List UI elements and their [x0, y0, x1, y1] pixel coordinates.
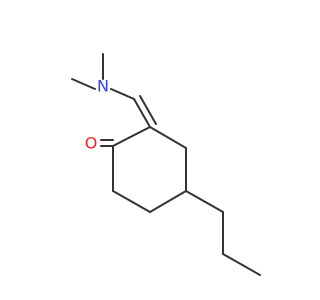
bond-c3-c2	[149, 126, 187, 149]
bond-methyl-left-n	[71, 78, 96, 90]
bond-c2-c1	[112, 126, 151, 147]
molecule-structure: N O	[71, 53, 261, 276]
bond-c6-c5	[112, 190, 151, 213]
bond-c5-c4	[149, 190, 187, 213]
nitrogen-atom-label: N	[97, 77, 109, 96]
bond-methine-c2-double-a	[133, 98, 151, 128]
bond-c4-propyl-1	[185, 190, 224, 213]
bond-n-methine	[110, 88, 135, 100]
oxygen-atom-label: O	[85, 134, 98, 153]
bond-methine-c2-double-b	[139, 95, 157, 125]
bond-propyl-2-3	[222, 253, 261, 276]
